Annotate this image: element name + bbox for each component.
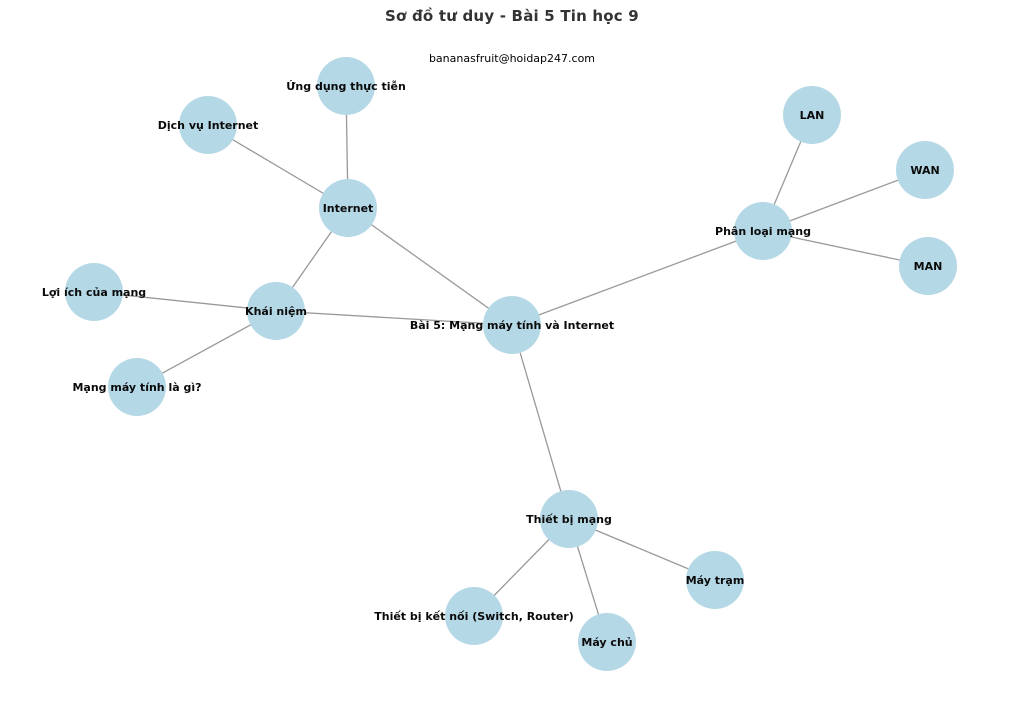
diagram-title: Sơ đồ tư duy - Bài 5 Tin học 9 [385,7,639,25]
node-phanloai [734,202,792,260]
edge-khainiem-loiich [93,291,277,312]
node-label-thietbi: Thiết bị mạng [526,513,612,526]
node-label-internet: Internet [323,202,374,215]
edge-center-internet [347,207,513,326]
edge-center-phanloai [511,230,764,326]
edge-center-thietbi [511,324,570,520]
node-khainiem [247,282,305,340]
diagram-subtitle: bananasfruit@hoidap247.com [428,52,596,65]
node-label-maytram: Máy trạm [686,574,745,587]
node-internet [319,179,377,237]
node-label-mangmaytinh: Mạng máy tính là gì? [72,381,201,394]
node-maytram [686,551,744,609]
node-man [899,237,957,295]
node-thietbi [540,490,598,548]
node-lan [783,86,841,144]
node-label-man: MAN [914,260,943,273]
node-wan [896,141,954,199]
node-label-wan: WAN [910,164,939,177]
edge-center-khainiem [275,310,513,326]
node-label-lan: LAN [800,109,825,122]
node-dichvu [179,96,237,154]
node-label-phanloai: Phân loại mạng [715,225,811,238]
node-label-ketnoi: Thiết bị kết nối (Switch, Router) [374,610,574,623]
node-label-center: Bài 5: Mạng máy tính và Internet [410,319,614,332]
node-label-ungdung: Ứng dụng thực tiễn [286,80,406,93]
node-label-maychu: Máy chủ [581,636,632,649]
node-label-khainiem: Khái niệm [245,305,307,318]
node-maychu [578,613,636,671]
node-loiich [65,263,123,321]
node-ketnoi [445,587,503,645]
node-mangmaytinh [108,358,166,416]
node-label-dichvu: Dịch vụ Internet [158,119,259,132]
node-ungdung [317,57,375,115]
node-label-loiich: Lợi ích của mạng [42,286,146,299]
node-center [483,296,541,354]
